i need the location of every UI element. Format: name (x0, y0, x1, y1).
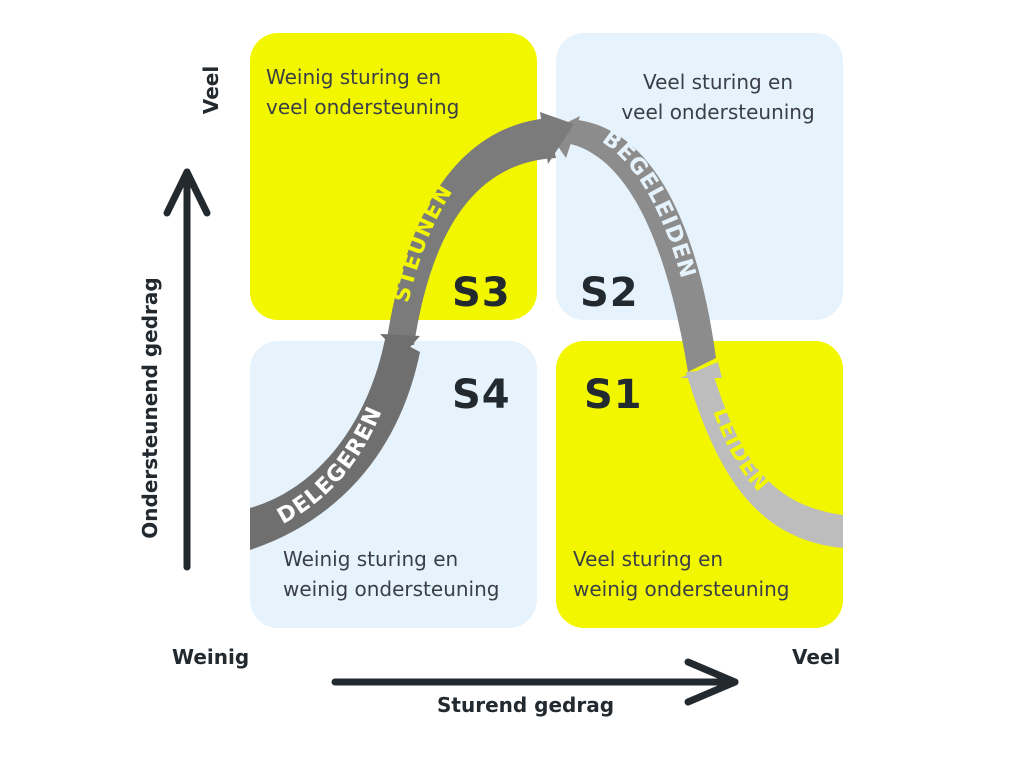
quadrant-s3-description: Weinig sturing en veel ondersteuning (266, 62, 459, 122)
code-s3: S3 (452, 270, 511, 316)
curve-label-begeleiden: BEGELEIDEN (598, 126, 701, 282)
y-axis-title: Ondersteunend gedrag (138, 277, 162, 539)
quadrant-s1-description: Veel sturing en weinig ondersteuning (573, 544, 789, 604)
quadrant-s4-line2: weinig ondersteuning (283, 577, 500, 601)
quadrant-s1-line2: weinig ondersteuning (573, 577, 790, 601)
quadrant-s2-description: Veel sturing en veel ondersteuning (608, 67, 828, 127)
curve-arrowhead-steunen (540, 112, 574, 164)
curve-segment-begeleiden (560, 120, 716, 372)
quadrant-s3-line2: veel ondersteuning (266, 95, 460, 119)
quadrant-s2-line1: Veel sturing en (642, 70, 794, 94)
x-axis-low-label: Weinig (172, 645, 250, 669)
code-s4: S4 (452, 372, 511, 418)
quadrant-s2 (556, 33, 843, 320)
quadrant-s4-description: Weinig sturing en weinig ondersteuning (283, 544, 499, 604)
quadrant-s2-line2: veel ondersteuning (621, 100, 815, 124)
quadrant-s3-line1: Weinig sturing en (266, 65, 442, 89)
x-axis-high-label: Veel (792, 645, 841, 669)
curve-segment-delegeren (250, 334, 420, 550)
curve-arrowhead-leiden (680, 362, 722, 378)
y-axis-high-label: Veel (199, 65, 223, 115)
curve-label-delegeren: DELEGEREN (273, 403, 387, 530)
code-s1: S1 (584, 372, 643, 418)
x-axis-arrow (331, 658, 739, 706)
y-axis-arrow (163, 168, 211, 571)
curve-segment-steunen (386, 118, 556, 345)
code-s2: S2 (580, 270, 639, 316)
x-axis-title: Sturend gedrag (437, 693, 615, 717)
curve-arrowhead-delegeren (380, 334, 420, 356)
quadrant-s1-line1: Veel sturing en (573, 547, 724, 571)
quadrant-s4-line1: Weinig sturing en (283, 547, 459, 571)
curve-segment-leiden (686, 370, 843, 548)
